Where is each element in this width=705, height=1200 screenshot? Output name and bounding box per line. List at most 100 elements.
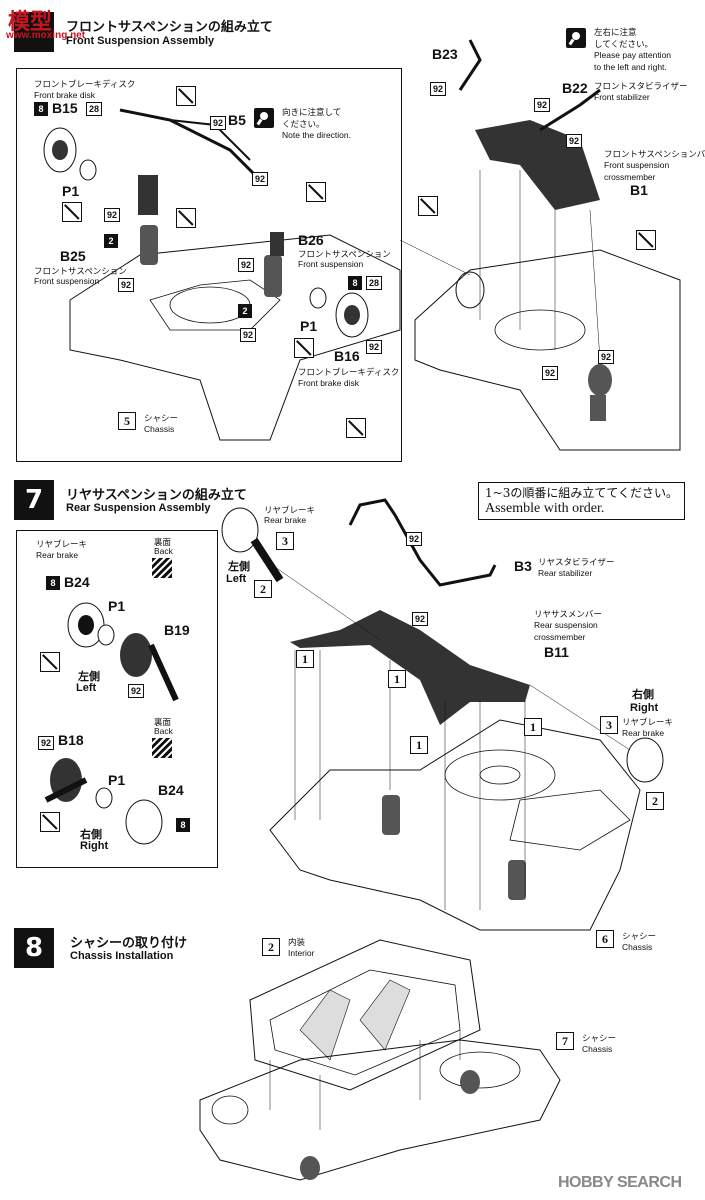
step-8-title-en: Chassis Installation [70, 950, 174, 962]
code-8: 8 [348, 276, 362, 290]
code-92: 92 [566, 134, 583, 148]
code-28: 28 [86, 102, 103, 116]
part-b25: B25 [60, 248, 86, 264]
direction-note-jp-2: ください。 [282, 120, 325, 130]
step-6-number [14, 12, 54, 52]
chassis-label-jp: シャシー [144, 414, 179, 424]
part-b5: B5 [228, 112, 246, 128]
rear-brake-label-jp: リヤブレーキ [36, 540, 88, 550]
back-label-en: Back [154, 546, 173, 556]
front-suspension-label-jp: フロントサスペンション [34, 267, 127, 277]
lr-note-en-2: to the left and right. [594, 62, 667, 72]
direction-note-jp-1: 向きに注意して [282, 108, 342, 118]
chassis-ref-7: 7 [556, 1032, 574, 1050]
crossmember-label-en-1: Front suspension [604, 160, 670, 170]
part-p1: P1 [62, 183, 80, 199]
back-side-icon [152, 558, 172, 578]
rear-brake-right-label-jp: リヤブレーキ [622, 718, 674, 728]
code-92: 92 [238, 258, 255, 272]
rear-brake-label-en: Rear brake [36, 550, 79, 560]
part-b22: B22 [562, 80, 588, 96]
watermark-domain: www.moxing.net [6, 30, 86, 41]
step-7-title-jp: リヤサスペンションの組み立て [66, 488, 247, 503]
order-1-c: 1 [524, 718, 542, 736]
code-92: 92 [598, 350, 615, 364]
lr-note-jp-2: してください。 [594, 40, 653, 50]
interior-label-jp: 内装 [288, 938, 306, 948]
direction-note-en: Note the direction. [282, 130, 351, 140]
attention-icon [254, 108, 274, 128]
watermark-site: 模型 [8, 10, 53, 35]
step-8-chassis-label-jp: シャシー [582, 1034, 617, 1044]
front-brake-disk-label-jp: フロントブレーキディスク [34, 80, 136, 90]
no-cement-icon [346, 418, 366, 438]
step-7-chassis-label-jp: シャシー [622, 932, 657, 942]
rear-brake-left-label-en: Rear brake [264, 515, 307, 525]
crossmember-label-jp: フロントサスペンションバー [604, 150, 705, 160]
no-cement-icon [40, 812, 60, 832]
left-label-en: Left [76, 682, 97, 694]
order-3-right: 3 [600, 716, 618, 734]
attention-icon [566, 28, 586, 48]
chassis-ref-6: 6 [596, 930, 614, 948]
front-suspension-label-jp-2: フロントサスペンション [298, 250, 391, 260]
step-7-title-en: Rear Suspension Assembly [66, 502, 211, 514]
code-8: 8 [34, 102, 48, 116]
code-8: 8 [176, 818, 190, 832]
order-2-left: 2 [254, 580, 272, 598]
step-7-inset-frame [16, 530, 218, 868]
part-b11: B11 [544, 644, 569, 660]
part-b16: B16 [334, 348, 360, 364]
step-7-chassis-label-en: Chassis [622, 942, 653, 952]
rear-crossmember-label-en-2: crossmember [534, 632, 586, 642]
code-92: 92 [542, 366, 559, 380]
code-92: 92 [366, 340, 383, 354]
right-label-jp: 右側 [80, 828, 102, 841]
left-label-jp: 左側 [78, 670, 100, 683]
step-8-title-jp: シャシーの取り付け [70, 936, 188, 951]
assembly-order-note-en: Assemble with order. [485, 501, 605, 516]
step-7-number: 7 [14, 480, 54, 520]
step-6-title-jp: フロントサスペンションの組み立て [66, 20, 273, 35]
front-brake-disk-label-jp-2: フロントブレーキディスク [298, 368, 400, 378]
no-cement-icon [40, 652, 60, 672]
right-side-label-en: Right [630, 702, 659, 714]
assembly-order-note: 1~3の順番に組み立ててください。 Assemble with order. [478, 482, 685, 520]
order-1-a: 1 [296, 650, 314, 668]
part-p1-b: P1 [108, 772, 126, 788]
left-side-label-jp: 左側 [228, 560, 250, 573]
step-7-main-drawing [221, 498, 664, 931]
back-label-jp: 裏面 [154, 538, 172, 548]
rear-brake-right-label-en: Rear brake [622, 728, 665, 738]
front-suspension-label-en-2: Front suspension [298, 259, 364, 269]
part-b24: B24 [64, 574, 90, 590]
order-1-d: 1 [410, 736, 428, 754]
no-cement-icon [418, 196, 438, 216]
no-cement-icon [176, 86, 196, 106]
left-side-label-en: Left [226, 573, 247, 585]
back-label-jp-2: 裏面 [154, 718, 172, 728]
code-92: 92 [128, 684, 145, 698]
step-7-inset-drawing [44, 602, 179, 845]
no-cement-icon [636, 230, 656, 250]
code-92: 92 [104, 208, 121, 222]
code-92: 92 [406, 532, 423, 546]
code-92: 92 [210, 116, 227, 130]
crossmember-label-en-2: crossmember [604, 172, 656, 182]
no-cement-icon [306, 182, 326, 202]
code-8: 8 [46, 576, 60, 590]
right-side-label-jp: 右側 [632, 688, 654, 701]
rear-crossmember-label-en-1: Rear suspension [534, 620, 598, 630]
order-1-b: 1 [388, 670, 406, 688]
rear-stabilizer-label-jp: リヤスタビライザー [538, 558, 615, 568]
step-8-chassis-label-en: Chassis [582, 1044, 613, 1054]
code-92: 92 [38, 736, 55, 750]
part-p1-b: P1 [300, 318, 318, 334]
order-3-left: 3 [276, 532, 294, 550]
part-b15: B15 [52, 100, 78, 116]
no-cement-icon [176, 208, 196, 228]
interior-label-en: Interior [288, 948, 315, 958]
front-stabilizer-label-jp: フロントスタビライザー [594, 82, 688, 92]
rear-stabilizer-label-en: Rear stabilizer [538, 568, 593, 578]
code-92: 92 [240, 328, 257, 342]
